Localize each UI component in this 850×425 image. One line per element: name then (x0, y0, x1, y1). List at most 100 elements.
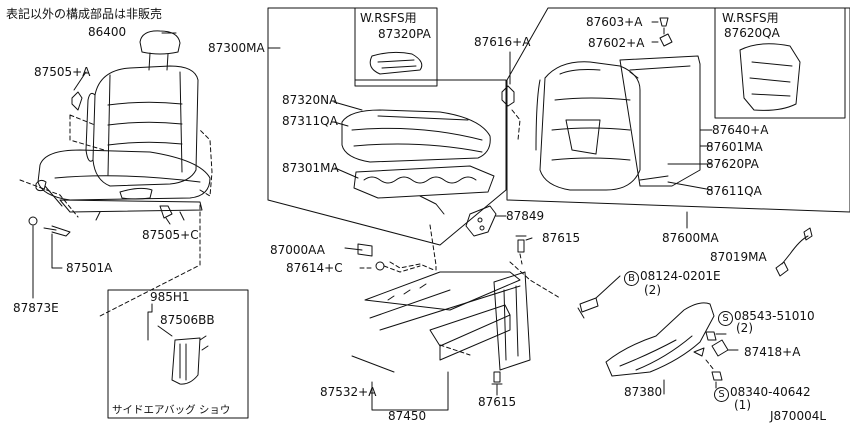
seat-rail-bars (369, 285, 521, 331)
dashed-87615-top (519, 253, 523, 265)
label-87615-top: 87615 (542, 231, 581, 245)
cushion-frame (353, 165, 495, 199)
label-87640a: 87640+A (712, 123, 769, 137)
dashed-87616a (511, 109, 521, 141)
seat-rail-right-ribs (503, 285, 519, 361)
bracket-hole-2 (479, 225, 485, 231)
label-87505a: 87505+A (34, 65, 91, 79)
seatback-group-frame (506, 7, 850, 213)
harness-connectors (775, 227, 813, 277)
cushion-rsfs-box (354, 7, 438, 87)
airbag-seams (179, 343, 187, 381)
dashed-rail-side (439, 261, 561, 356)
seatback-frame (619, 55, 701, 187)
bolt-87873e (28, 216, 38, 226)
dashed-callout-base (19, 179, 201, 317)
leader-985h1 (147, 303, 153, 341)
label-87320na: 87320NA (282, 93, 338, 107)
label-87300ma: 87300MA (208, 41, 265, 55)
dashed-callout-seat (69, 114, 213, 197)
side-cover-ribs (619, 335, 693, 371)
label-08543-number: 08543-51010 (734, 309, 815, 323)
label-87501a: 87501A (66, 261, 113, 275)
dashed-08340 (705, 359, 715, 371)
leader-08124 (595, 275, 621, 299)
label-08340-number: 08340-40642 (730, 385, 811, 399)
header-note: 表記以外の構成部品は非販売 (6, 7, 163, 21)
side-airbag-box (107, 289, 249, 419)
label-87620pa: 87620PA (706, 157, 759, 171)
seat-rail-notches (387, 283, 427, 301)
label-87506bb: 87506BB (160, 313, 215, 327)
airbag-studs (199, 335, 209, 351)
label-985h1: 985H1 (150, 290, 190, 304)
screw-mark-b: S (714, 387, 729, 402)
label-86400: 86400 (88, 25, 127, 39)
cushion-spring (363, 176, 477, 184)
label-87320pa: 87320PA (378, 27, 431, 41)
nut-87614c (375, 261, 385, 271)
knob-87418a (711, 339, 729, 357)
label-08124-number: 08124-0201E (640, 269, 721, 283)
cushion-frame-lower (419, 195, 445, 215)
label-87616a: 87616+A (474, 35, 531, 49)
label-87873e: 87873E (13, 301, 59, 315)
leader-87603-87602 (651, 21, 665, 43)
leader-87505c (165, 217, 171, 225)
bolt-08124 (577, 297, 599, 319)
cushion-rsfs-box-title: W.RSFS用 (360, 11, 417, 25)
leader-cushion-parts (333, 101, 363, 127)
wire-87532a (351, 355, 395, 373)
label-87000aa: 87000AA (270, 243, 325, 257)
seatback-trim-rsfs (739, 43, 801, 111)
bolt-87615-top (515, 235, 527, 253)
label-87615-bottom: 87615 (478, 395, 517, 409)
label-87600ma: 87600MA (662, 231, 719, 245)
label-87311qa: 87311QA (282, 114, 338, 128)
label-87301ma: 87301MA (282, 161, 339, 175)
label-08340-qty: (1) (734, 398, 751, 412)
label-87505c: 87505+C (142, 228, 199, 242)
bracket-87849 (465, 205, 497, 237)
side-cover-87380 (605, 302, 715, 377)
seat-rail-left-side (439, 314, 511, 361)
label-87603a: 87603+A (586, 15, 643, 29)
cushion-top-seam (377, 115, 469, 121)
seat-rail-top (364, 271, 521, 311)
seat-cushion (341, 109, 491, 163)
seatback-pad-insert (565, 119, 601, 155)
screw-mark-a: S (718, 311, 733, 326)
cushion-trim-rsfs (369, 51, 423, 75)
clip-87603a (659, 17, 669, 27)
cushion-trim-rsfs-stitch (377, 59, 417, 69)
bolt-87615-bottom (491, 371, 503, 385)
seatback-pad-seams (551, 97, 631, 161)
knob-base (693, 347, 705, 357)
screw-87501a (43, 225, 71, 237)
diagram-id: J870004L (770, 409, 827, 423)
screw-87000aa (344, 243, 373, 257)
leader-87615-top (525, 237, 533, 241)
label-87611qa: 87611QA (706, 184, 762, 198)
label-08124-qty: (2) (644, 283, 661, 297)
seat-rail-right (493, 271, 531, 371)
screw-08543 (705, 331, 717, 341)
leader-87301ma (334, 167, 359, 179)
label-08543-qty: (2) (736, 321, 753, 335)
dashed-rail-front (359, 261, 435, 271)
bolt-mark: B (624, 271, 639, 286)
seatback-pad-top (559, 69, 601, 75)
leader-87505a (73, 71, 87, 91)
seat-assembly-drawing (35, 30, 211, 221)
clip-87505a (71, 91, 83, 111)
label-87450: 87450 (388, 409, 427, 423)
label-87601ma: 87601MA (706, 140, 763, 154)
seatback-rsfs-box (714, 7, 846, 119)
label-87614c: 87614+C (286, 261, 343, 275)
leader-seatback-parts (667, 129, 713, 191)
